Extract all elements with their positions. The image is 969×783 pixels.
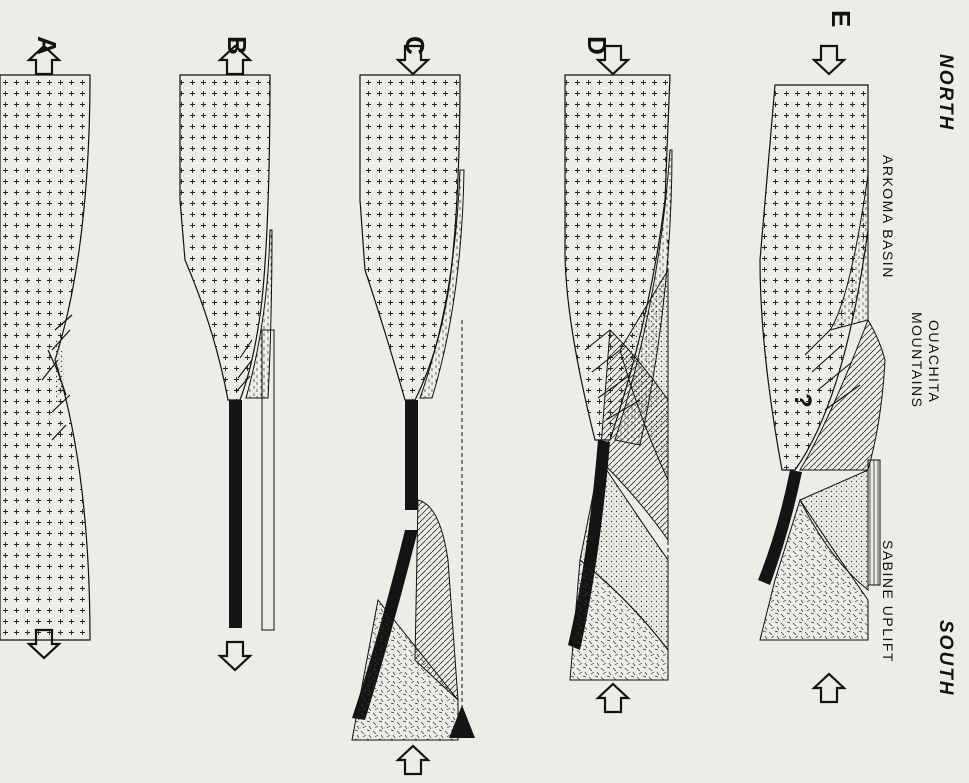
stage-b-section <box>180 75 274 630</box>
stage-e-gulf-sediment <box>868 460 880 585</box>
stage-a-continental-crust <box>0 75 90 640</box>
sabine-uplift-label: SABINE UPLIFT <box>880 540 896 663</box>
stage-c-continental-crust <box>360 75 460 400</box>
arrow-e-north-icon <box>814 46 844 74</box>
arrow-c-south-icon <box>398 746 428 774</box>
stage-b-oceanic-crust <box>229 400 242 628</box>
arkoma-basin-label: ARKOMA BASIN <box>880 155 896 279</box>
arrow-e-south-icon <box>814 674 844 702</box>
ouachita-label-line2: MOUNTAINS <box>909 312 925 408</box>
arrow-b-south-icon <box>220 642 250 670</box>
stage-d-section <box>565 75 672 680</box>
stage-c-section <box>352 75 475 740</box>
stage-c-oceanic-crust-north <box>405 400 418 510</box>
ouachita-label-line1: OUACHITA <box>926 320 942 403</box>
stage-label-e: E <box>826 10 856 27</box>
north-label: NORTH <box>935 54 956 131</box>
arrow-d-south-icon <box>598 684 628 712</box>
stage-e-section <box>758 85 885 640</box>
stage-a-section <box>0 75 90 640</box>
south-label: SOUTH <box>935 620 956 697</box>
stage-b-continental-crust <box>180 75 270 400</box>
stage-label-b: B <box>222 36 252 55</box>
